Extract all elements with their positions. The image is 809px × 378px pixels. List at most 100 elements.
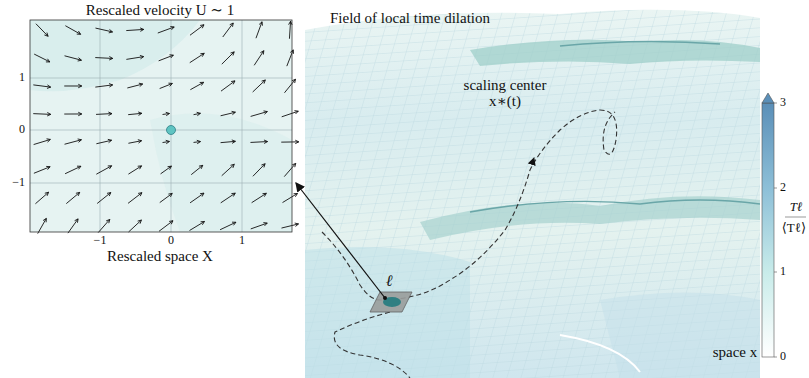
colorbar-tick: 0 — [780, 350, 786, 363]
plot-ground — [30, 20, 292, 232]
ridge — [470, 40, 760, 66]
velocity-arrow — [221, 193, 236, 203]
colorbar-ticks — [774, 103, 806, 357]
velocity-arrow — [251, 111, 268, 117]
velocity-arrow — [97, 193, 111, 204]
velocity-arrow — [128, 140, 141, 144]
velocity-arrow — [252, 193, 267, 202]
ridge-crest — [560, 41, 720, 46]
velocity-arrow — [129, 220, 142, 232]
valley — [305, 247, 470, 378]
trajectory — [334, 312, 410, 378]
velocity-arrow — [281, 223, 298, 228]
colorbar-extend — [762, 93, 774, 103]
velocity-arrow — [254, 51, 264, 66]
colorbar — [762, 103, 774, 357]
panel-title: Rescaled velocity U ∼ 1 — [86, 2, 234, 19]
velocity-arrow — [163, 112, 170, 115]
colorbar-label: Tℓ — [790, 200, 803, 214]
velocity-arrow — [34, 139, 51, 145]
surface — [305, 10, 760, 378]
trajectory — [322, 110, 617, 300]
velocity-arrow — [66, 192, 79, 203]
velocity-arrow — [282, 111, 299, 117]
velocity-arrow — [95, 84, 112, 87]
velocity-arrow — [222, 164, 235, 175]
velocity-arrow — [98, 219, 110, 232]
velocity-arrow — [190, 53, 204, 62]
velocity-arrow — [220, 222, 236, 230]
velocity-arrow — [281, 140, 298, 143]
velocity-arrow — [126, 28, 143, 31]
velocity-arrow — [283, 193, 298, 202]
zoom-arrow — [296, 183, 385, 298]
plot-shade — [30, 20, 200, 91]
velocity-arrow — [221, 81, 235, 91]
surface-streak — [560, 335, 640, 372]
velocity-arrow — [64, 112, 81, 115]
patch-center — [383, 297, 401, 307]
velocity-arrow — [221, 140, 236, 143]
scaling-center-dot — [167, 126, 176, 135]
velocity-arrow — [33, 112, 50, 115]
velocity-arrow — [158, 27, 174, 33]
velocity-arrow — [253, 80, 266, 92]
velocity-arrow — [95, 57, 112, 60]
velocity-arrow — [251, 223, 267, 229]
tick-label: 0 — [168, 234, 174, 247]
velocity-arrow — [159, 55, 174, 61]
tick-label: 0 — [19, 123, 25, 136]
velocity-arrow — [64, 84, 81, 87]
panel-title: Field of local time dilation — [330, 10, 490, 27]
velocity-arrow — [128, 166, 141, 174]
velocity-arrow — [190, 193, 204, 203]
velocity-arrow — [222, 52, 234, 64]
ridge-crest — [470, 200, 760, 212]
tick-label: 1 — [19, 71, 25, 84]
velocity-arrow — [34, 166, 50, 173]
velocity-arrow — [194, 112, 201, 115]
colorbar-label: ⟨Tℓ⟩ — [782, 221, 806, 235]
velocity-arrow — [128, 193, 142, 204]
scale-label: ℓ — [386, 272, 393, 290]
velocity-arrow — [221, 111, 236, 115]
velocity-arrow — [96, 112, 112, 115]
velocity-arrow — [160, 193, 172, 202]
colorbar-tick: 3 — [780, 96, 786, 109]
velocity-arrow — [127, 83, 142, 88]
velocity-arrow — [250, 140, 267, 143]
velocity-arrow — [65, 166, 81, 174]
colorbar-tick: 1 — [780, 265, 786, 278]
tick-label: −1 — [94, 234, 107, 247]
tick-label: −1 — [12, 176, 25, 189]
velocity-arrow — [160, 83, 173, 88]
velocity-arrow — [96, 166, 111, 174]
trajectory-arrow — [530, 158, 534, 170]
velocity-arrow — [163, 140, 170, 143]
velocity-arrow — [191, 165, 203, 174]
velocity-arrow — [190, 221, 205, 230]
velocity-arrow — [284, 79, 295, 93]
velocity-arrow — [65, 139, 82, 144]
velocity-arrow — [161, 166, 172, 174]
velocity-arrow — [33, 85, 50, 89]
patch — [370, 292, 412, 312]
velocity-arrow — [95, 28, 112, 33]
axis-label: Rescaled space X — [107, 248, 213, 265]
velocity-arrow — [35, 192, 48, 204]
velocity-arrow — [65, 26, 80, 35]
plot-frame — [30, 20, 292, 232]
surface-mesh — [305, 10, 760, 378]
velocity-arrow — [65, 56, 82, 61]
velocity-arrow — [68, 219, 78, 233]
velocity-arrow — [256, 22, 262, 38]
ridge — [420, 196, 760, 240]
velocity-arrow — [159, 221, 173, 232]
velocity-arrow — [284, 163, 295, 176]
axis-label: space x — [713, 344, 758, 361]
zoom-arrow-dot — [383, 296, 387, 300]
grid-lines — [30, 20, 292, 232]
annotation: scaling center x∗(t) — [455, 77, 555, 110]
velocity-arrow — [289, 21, 292, 38]
